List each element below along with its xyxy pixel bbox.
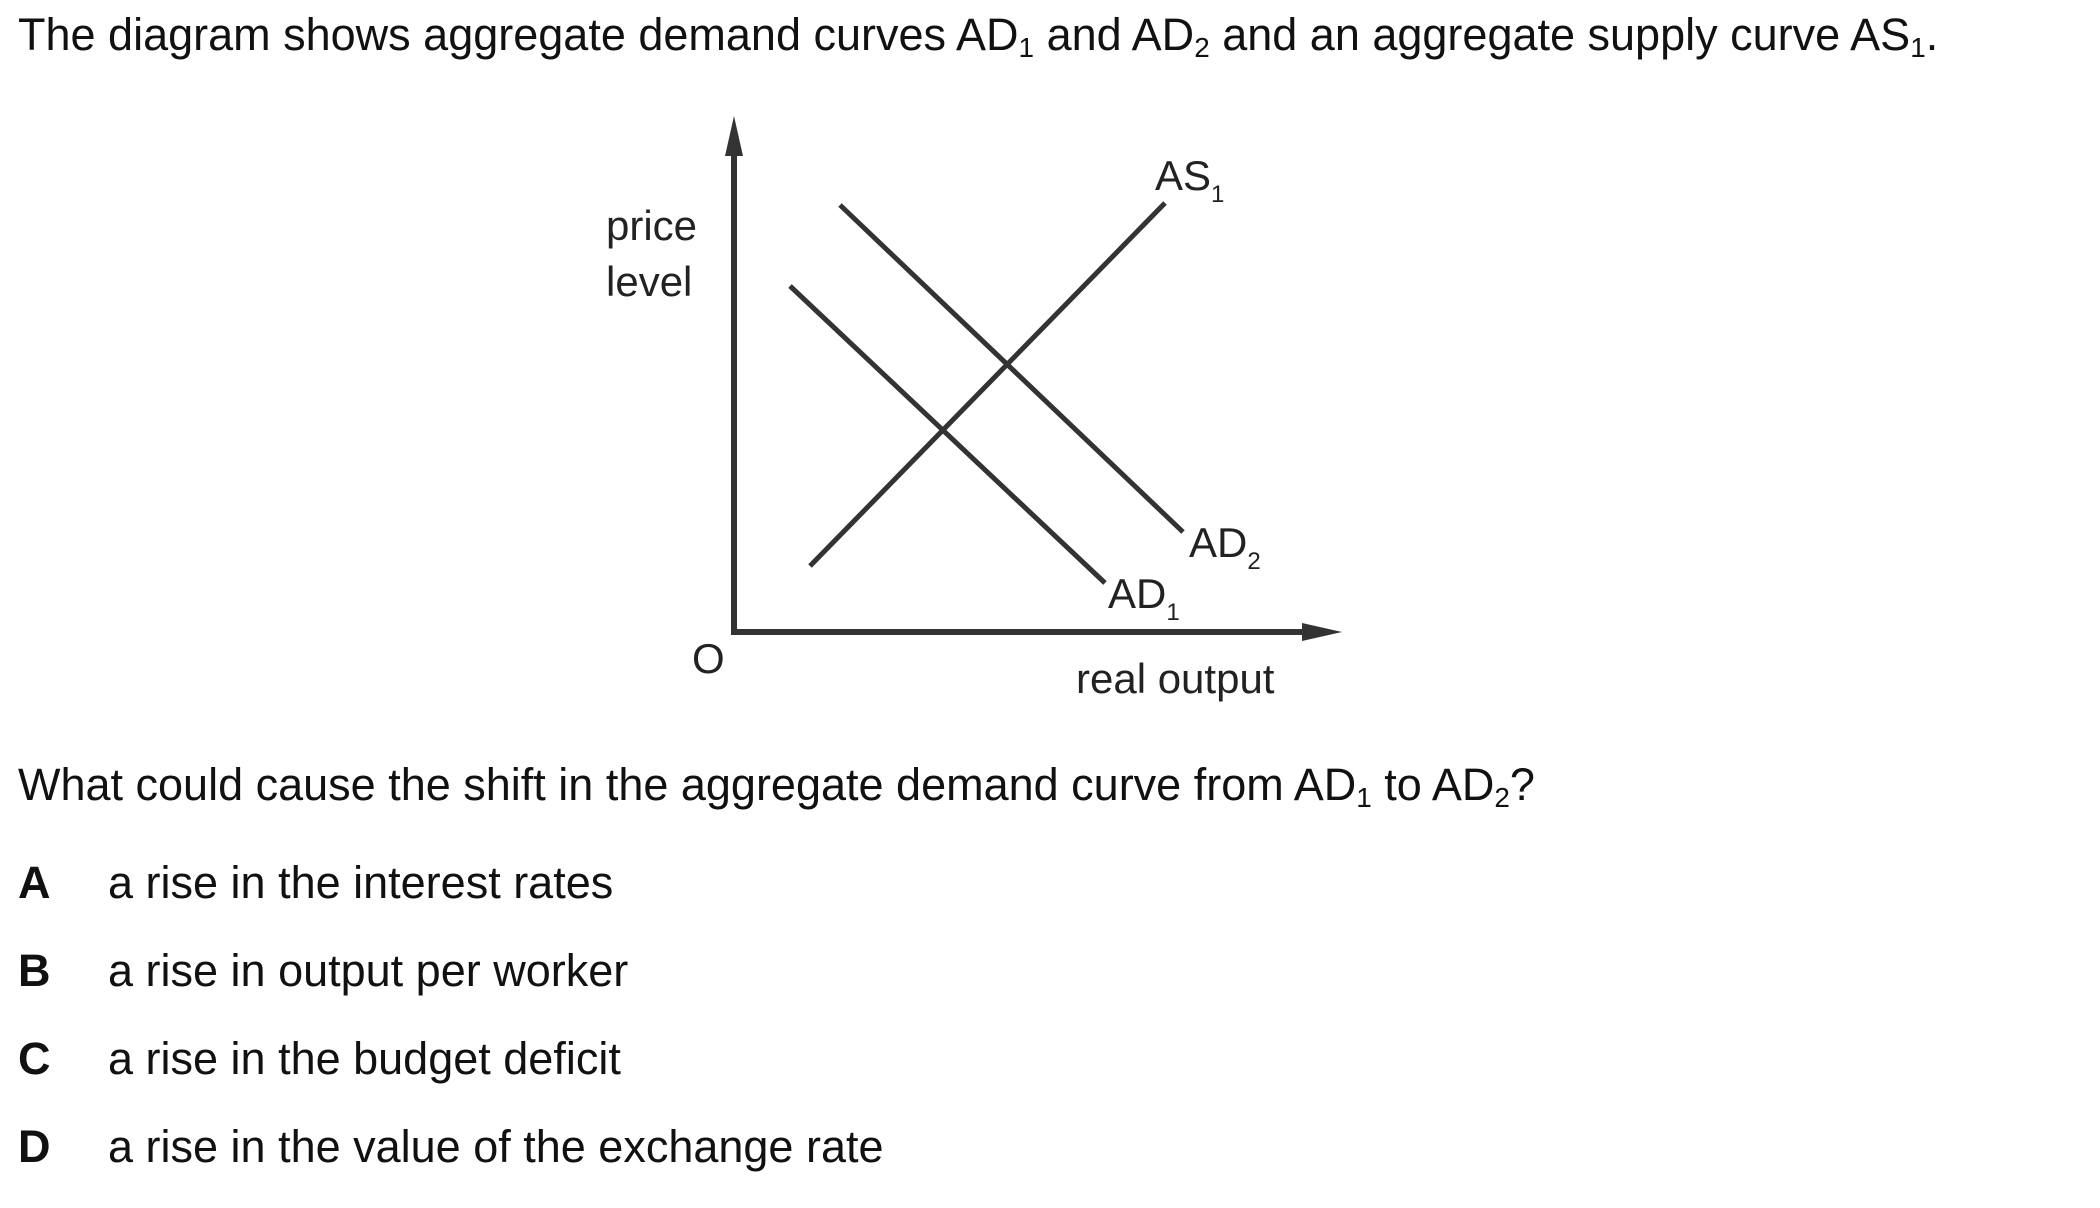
as1-label-sub: 1 [1211, 181, 1224, 208]
ad2-curve [838, 203, 1185, 534]
as1-label: AS1 [1155, 152, 1224, 208]
intro-part-4: . [1925, 9, 1939, 60]
x-axis-arrowhead [1302, 623, 1342, 641]
option-letter: A [18, 857, 51, 908]
origin-label: O [692, 635, 725, 682]
intro-sub-3: 1 [1910, 31, 1926, 63]
ad2-label-main: AD [1189, 519, 1247, 566]
option-letter: D [18, 1121, 51, 1172]
ad2-label-sub: 2 [1247, 548, 1260, 575]
x-axis-label: real output [1076, 655, 1275, 702]
ad1-curve [788, 284, 1107, 585]
y-axis-label-line1: price [606, 202, 697, 249]
option-letter: B [18, 945, 51, 996]
as1-curve [808, 201, 1167, 568]
question-sub-2: 2 [1494, 781, 1510, 813]
intro-text: The diagram shows aggregate demand curve… [18, 8, 1939, 63]
question-part-2: to AD [1371, 759, 1495, 810]
ad1-label-sub: 1 [1166, 599, 1179, 626]
option-letter: C [18, 1033, 51, 1084]
option-text: a rise in the interest rates [108, 857, 614, 908]
question-part-3: ? [1509, 759, 1535, 810]
ad2-label: AD2 [1189, 519, 1261, 575]
option-text: a rise in the budget deficit [108, 1033, 621, 1084]
as1-label-main: AS [1155, 152, 1211, 199]
question-text: What could cause the shift in the aggreg… [18, 758, 1535, 813]
intro-part-1: The diagram shows aggregate demand curve… [18, 9, 1019, 60]
intro-sub-2: 2 [1194, 31, 1210, 63]
option-text: a rise in the value of the exchange rate [108, 1121, 884, 1172]
y-axis-label-line2: level [606, 258, 692, 305]
intro-part-3: and an aggregate supply curve AS [1209, 9, 1911, 60]
question-part-1: What could cause the shift in the aggreg… [18, 759, 1357, 810]
intro-sub-1: 1 [1018, 31, 1035, 63]
ad1-label: AD1 [1108, 570, 1180, 626]
ad1-label-main: AD [1108, 570, 1166, 617]
question-sub-1: 1 [1356, 781, 1372, 813]
intro-part-2: and AD [1034, 9, 1195, 60]
y-axis-arrowhead [725, 116, 743, 156]
option-text: a rise in output per worker [108, 945, 629, 996]
